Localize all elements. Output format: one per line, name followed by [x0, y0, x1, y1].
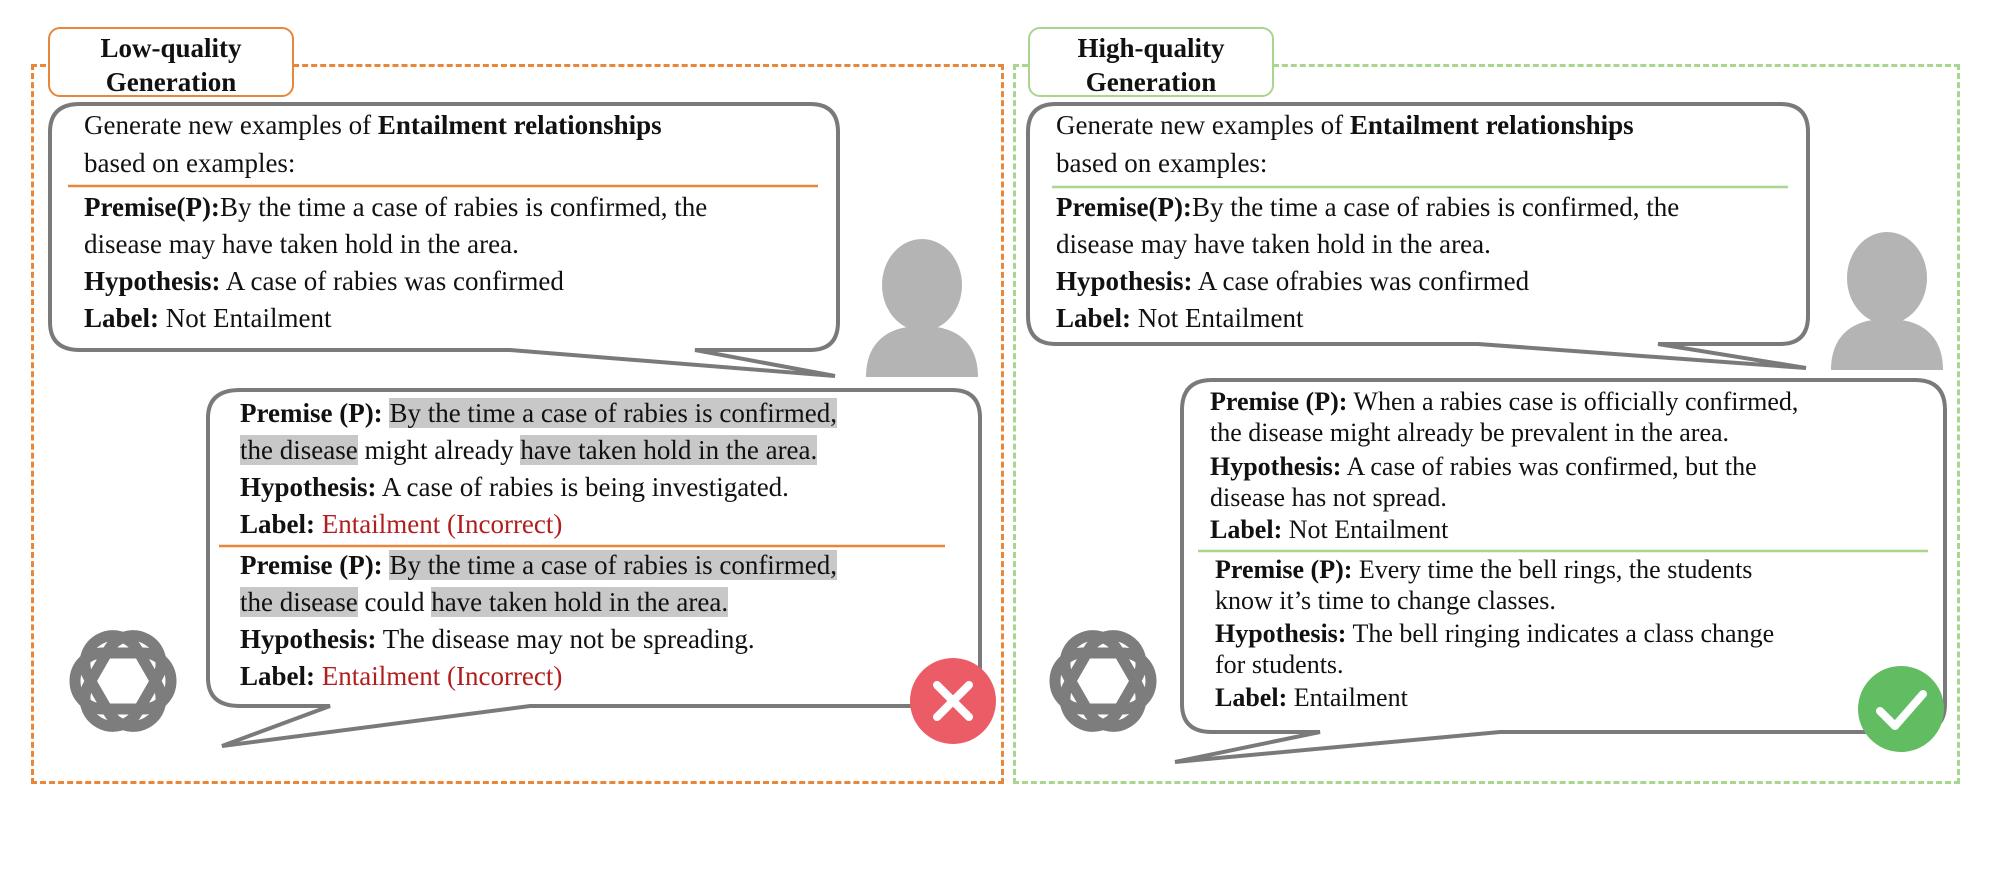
prompt-intro: Generate new examples of Entailment rela…: [84, 110, 662, 141]
incorrect-label-text: Entailment (Incorrect): [315, 661, 563, 691]
title-line: Generation: [105, 67, 237, 97]
hypothesis-label: Hypothesis:: [1056, 266, 1193, 296]
label-label: Label:: [1215, 683, 1288, 712]
prompt-intro-bold: Entailment relationships: [377, 110, 662, 140]
prompt-intro-line2: based on examples:: [84, 148, 296, 178]
label-text: Not Entailment: [1131, 303, 1304, 333]
highlighted-text: By the time a case of rabies is confirme…: [389, 550, 838, 580]
prompt-premise-line2: disease may have taken hold in the area.: [1056, 229, 1491, 259]
right-prompt-bubble: [1026, 102, 1810, 370]
user-icon: [866, 239, 978, 377]
premise-label: Premise(P):: [84, 192, 220, 222]
label-text: Not Entailment: [1282, 515, 1449, 544]
premise-label: Premise (P):: [1215, 555, 1353, 584]
prompt-label: Label: Not Entailment: [84, 303, 331, 334]
title-line: Low-quality: [100, 33, 242, 63]
highlighted-text: have taken hold in the area.: [431, 587, 729, 617]
left-prompt-bubble: [48, 102, 840, 378]
gen1-hypothesis: Hypothesis: A case of rabies is being in…: [240, 472, 789, 503]
gen2-premise-line2: the disease could have taken hold in the…: [240, 587, 729, 618]
high-quality-panel: [1013, 64, 1960, 784]
high-quality-title: High-quality Generation: [1028, 27, 1274, 97]
low-quality-panel: [31, 64, 1004, 784]
prompt-hypothesis: Hypothesis: A case ofrabies was confirme…: [1056, 266, 1529, 297]
gen2-premise: Premise (P): By the time a case of rabie…: [240, 550, 838, 581]
openai-logo-icon: [75, 625, 171, 736]
gen1-label: Label: Not Entailment: [1210, 515, 1448, 545]
gen2-hypothesis: Hypothesis: The bell ringing indicates a…: [1215, 619, 1774, 649]
hypothesis-text: A case of rabies is being investigated.: [376, 472, 789, 502]
title-line: High-quality: [1077, 33, 1225, 63]
prompt-intro-line2: based on examples:: [1056, 148, 1268, 178]
gen2-premise-line2: know it’s time to change classes.: [1215, 586, 1556, 615]
highlighted-text: By the time a case of rabies is confirme…: [389, 398, 838, 428]
prompt-label: Label: Not Entailment: [1056, 303, 1303, 334]
label-text: Entailment: [1287, 683, 1408, 712]
label-label: Label:: [84, 303, 160, 333]
hypothesis-label: Hypothesis:: [84, 266, 221, 296]
user-icon: [1831, 232, 1943, 370]
cross-glyph: [933, 681, 973, 721]
premise-label: Premise (P):: [240, 398, 383, 428]
check-icon: [1858, 666, 1944, 752]
prompt-hypothesis: Hypothesis: A case of rabies was confirm…: [84, 266, 564, 297]
gen1-premise-line2: the disease might already be prevalent i…: [1210, 418, 1730, 447]
prompt-premise: Premise(P):By the time a case of rabies …: [1056, 192, 1679, 223]
hypothesis-label: Hypothesis:: [1215, 619, 1347, 648]
gen2-hypothesis: Hypothesis: The disease may not be sprea…: [240, 624, 755, 655]
gen2-premise: Premise (P): Every time the bell rings, …: [1215, 555, 1752, 585]
hypothesis-text: A case ofrabies was confirmed: [1192, 266, 1530, 296]
premise-text: By the time a case of rabies is confirme…: [1191, 192, 1680, 222]
cross-icon: [910, 658, 996, 744]
hypothesis-label: Hypothesis:: [240, 624, 377, 654]
gen2-label: Label: Entailment: [1215, 683, 1408, 713]
premise-label: Premise(P):: [1056, 192, 1192, 222]
changed-text: might already: [357, 435, 521, 465]
openai-logo-icon: [1055, 625, 1151, 736]
gen1-premise-line2: the disease might already have taken hol…: [240, 435, 818, 466]
gen1-premise: Premise (P): When a rabies case is offic…: [1210, 387, 1798, 417]
label-label: Label:: [1210, 515, 1283, 544]
prompt-premise: Premise(P):By the time a case of rabies …: [84, 192, 707, 223]
hypothesis-text: The disease may not be spreading.: [376, 624, 755, 654]
hypothesis-text: The bell ringing indicates a class chang…: [1346, 619, 1775, 648]
hypothesis-label: Hypothesis:: [240, 472, 377, 502]
hypothesis-label: Hypothesis:: [1210, 452, 1342, 481]
premise-label: Premise (P):: [1210, 387, 1348, 416]
check-glyph: [1876, 690, 1927, 730]
premise-text: Every time the bell rings, the students: [1352, 555, 1753, 584]
label-label: Label:: [1056, 303, 1132, 333]
gen1-premise: Premise (P): By the time a case of rabie…: [240, 398, 838, 429]
premise-text: By the time a case of rabies is confirme…: [219, 192, 708, 222]
highlighted-text: the disease: [240, 587, 358, 617]
gen1-label: Label: Entailment (Incorrect): [240, 509, 562, 540]
prompt-intro-prefix: Generate new examples of: [1056, 110, 1350, 140]
premise-label: Premise (P):: [240, 550, 383, 580]
label-label: Label:: [240, 509, 316, 539]
hypothesis-text: A case of rabies was confirmed: [220, 266, 564, 296]
hypothesis-text: A case of rabies was confirmed, but the: [1341, 452, 1757, 481]
right-generation-bubble: [1174, 378, 1947, 764]
prompt-intro: Generate new examples of Entailment rela…: [1056, 110, 1634, 141]
gen1-hypothesis-line2: disease has not spread.: [1210, 483, 1447, 512]
gen2-hypothesis-line2: for students.: [1215, 650, 1344, 679]
title-line: Generation: [1085, 67, 1217, 97]
low-quality-title: Low-quality Generation: [48, 27, 294, 97]
changed-text: could: [357, 587, 432, 617]
prompt-intro-bold: Entailment relationships: [1349, 110, 1634, 140]
label-label: Label:: [240, 661, 316, 691]
prompt-premise-line2: disease may have taken hold in the area.: [84, 229, 519, 259]
prompt-intro-prefix: Generate new examples of: [84, 110, 378, 140]
incorrect-label-text: Entailment (Incorrect): [315, 509, 563, 539]
gen2-label: Label: Entailment (Incorrect): [240, 661, 562, 692]
gen1-hypothesis: Hypothesis: A case of rabies was confirm…: [1210, 452, 1757, 482]
premise-text: When a rabies case is officially confirm…: [1347, 387, 1799, 416]
highlighted-text: the disease: [240, 435, 358, 465]
highlighted-text: have taken hold in the area.: [520, 435, 818, 465]
label-text: Not Entailment: [159, 303, 332, 333]
